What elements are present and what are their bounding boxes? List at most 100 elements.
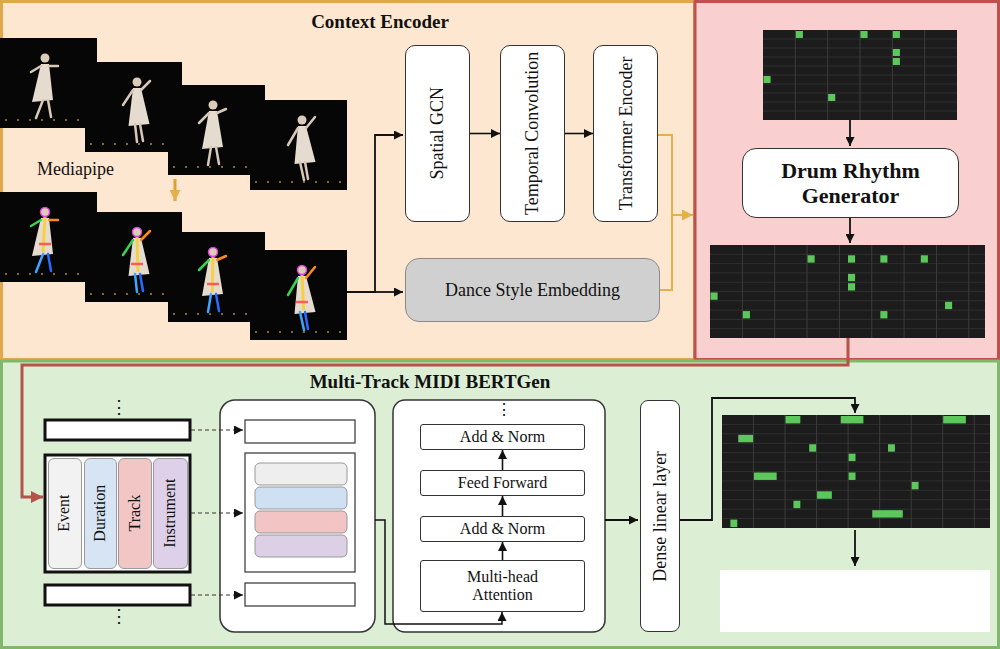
dancer-limb (31, 220, 41, 226)
pose-head (209, 248, 218, 257)
stage-light (29, 273, 31, 275)
layer-box: Add & Norm (420, 516, 585, 542)
node-label: Spatial GCN (427, 87, 448, 180)
roll-note (793, 501, 800, 508)
frame-ground (0, 38, 97, 128)
dancer-dress (32, 64, 53, 102)
node-label: Instrument (161, 479, 179, 548)
dancer-limb (208, 147, 211, 165)
roll-note (848, 255, 855, 262)
waveform-ground (720, 570, 990, 632)
dancer-head (41, 54, 50, 63)
embedding-strip (255, 487, 347, 509)
roll-note (754, 473, 777, 480)
node-label: Drum Rhythm Generator (743, 158, 958, 209)
stage-light (150, 293, 152, 295)
pose-head (133, 228, 142, 237)
stage-light (77, 273, 79, 275)
roll-gridline (860, 30, 861, 120)
node-label: Transformer Encoder (615, 57, 636, 211)
dancer-limb (216, 294, 219, 311)
frame-ground (0, 192, 97, 282)
stage-light (114, 143, 116, 145)
roll-gridline (974, 415, 975, 528)
roll-gridline (807, 245, 808, 338)
dense-layer-box: Dense linear layer (640, 400, 680, 632)
roll-note (849, 454, 856, 461)
frame-ground (250, 250, 347, 340)
stage-light (53, 273, 55, 275)
stage-light (77, 119, 79, 121)
label-anchor: ⋮ (110, 398, 128, 416)
dancer-limb (49, 65, 58, 68)
stage-light (255, 181, 257, 183)
stage-light (291, 181, 293, 183)
roll-gridline (911, 415, 912, 528)
token-field: Event (48, 458, 82, 569)
token-row (45, 455, 190, 572)
flow-arrow (849, 120, 851, 146)
roll-gridline (722, 452, 990, 453)
stage-light (245, 166, 247, 168)
embedding-row (245, 453, 355, 572)
stage-light (327, 181, 329, 183)
roll-gridline (924, 30, 925, 120)
token-field: Track (118, 458, 152, 569)
roll-note (786, 416, 801, 423)
stage-light (126, 293, 128, 295)
frame-ground (85, 62, 182, 152)
roll-gridline (968, 245, 969, 338)
style-embedding-box: Dance Style Embedding (405, 258, 660, 322)
encoder-panel: Context EncoderSpatial GCNTemporal Convo… (0, 0, 695, 360)
stage-light (267, 331, 269, 333)
video-frame (0, 192, 97, 282)
stage-light (173, 313, 175, 315)
stage-light (5, 119, 7, 121)
stage-light (41, 119, 43, 121)
embed-arrow (191, 594, 243, 595)
dancer-head (209, 248, 218, 257)
roll-note (861, 31, 868, 38)
stage-light (162, 293, 164, 295)
node-label: Multi-head Attention (442, 568, 564, 605)
roll-note (738, 435, 753, 442)
stage-light (233, 166, 235, 168)
dancer-limb (306, 117, 315, 128)
roll-note (893, 31, 900, 38)
node-label: Add & Norm (454, 428, 551, 446)
video-frame (85, 212, 182, 302)
bertgen-panel-ground (2, 361, 999, 648)
stage-light (185, 313, 187, 315)
pose-hips (296, 301, 308, 304)
dancer-limb (305, 312, 308, 329)
stage-light (53, 119, 55, 121)
roll-ground (763, 30, 957, 120)
node-label: Dance Style Embedding (439, 280, 626, 301)
roll-gridline (722, 480, 990, 481)
label-anchor: ⋮ (110, 607, 128, 625)
dancer-dress (32, 218, 53, 256)
pose-torso (302, 275, 304, 310)
stage-light (279, 181, 281, 183)
frame-ground (85, 212, 182, 302)
roll-gridline (710, 254, 985, 255)
roll-note (764, 76, 771, 83)
mediapipe-arrow (174, 179, 177, 201)
stage-light (138, 143, 140, 145)
stage-light (65, 273, 67, 275)
dancer-limb (306, 267, 315, 278)
pose-torso (137, 237, 138, 272)
token-field: Instrument (153, 458, 188, 569)
context-arrow (660, 215, 672, 290)
roll-gridline (722, 499, 990, 500)
pose-torso (211, 257, 215, 292)
label-anchor: Mediapipe (37, 160, 114, 178)
dancer-head (133, 228, 142, 237)
stage-light (291, 331, 293, 333)
roll-gridline (722, 424, 990, 425)
pose-hips (207, 283, 219, 286)
stage-light (255, 331, 257, 333)
stage-light (185, 166, 187, 168)
transformer-encoder-box: Transformer Encoder (593, 45, 658, 222)
video-frame (250, 250, 347, 340)
